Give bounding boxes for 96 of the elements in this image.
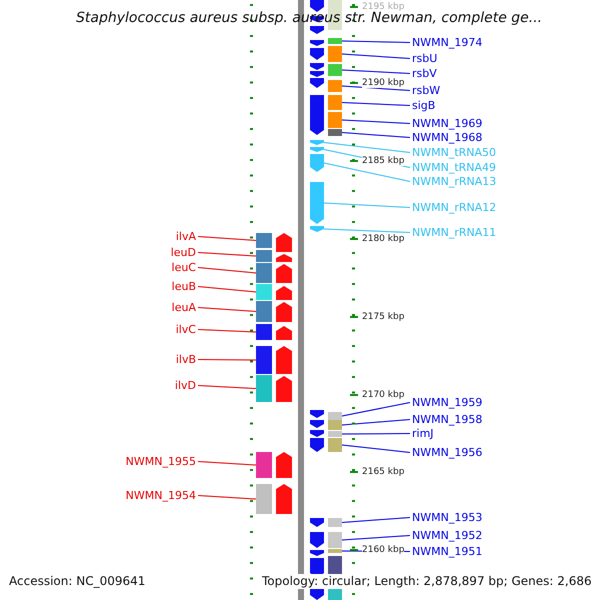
gene-block: [256, 301, 272, 322]
rna-gene-block: [310, 140, 324, 145]
gene-label: rimJ: [412, 427, 434, 440]
leader-line: [342, 54, 410, 59]
leader-line: [342, 433, 410, 434]
leader-line: [342, 120, 410, 124]
gene-block: [328, 431, 342, 437]
gene-block: [256, 452, 272, 478]
leader-line: [342, 444, 410, 453]
gene-block: [256, 324, 272, 340]
rna-gene-block: [310, 226, 324, 232]
leader-line: [198, 461, 256, 466]
leader-line: [324, 228, 410, 233]
gene-label: rsbW: [412, 84, 440, 97]
gene-block: [328, 46, 342, 62]
gene-label: NWMN_1968: [412, 131, 482, 144]
scale-label: 2195 kbp: [362, 2, 404, 12]
gene-label: ilvD: [174, 379, 196, 392]
gene-block: [328, 38, 342, 44]
leader-line: [342, 402, 410, 416]
gene-label: ilvC: [176, 323, 196, 336]
map-title: Staphylococcus aureus subsp. aureus str. Newman, complete ge...: [76, 10, 542, 26]
gene-block: [328, 549, 342, 553]
leader-line: [342, 419, 410, 426]
scale-label: 2165 kbp: [362, 467, 404, 477]
gene-block: [328, 64, 342, 76]
gene-block: [256, 346, 272, 374]
leader-line: [342, 517, 410, 523]
gene-block: [256, 375, 272, 402]
gene-label: leuC: [172, 261, 196, 274]
scale-label: 2160 kbp: [362, 545, 404, 555]
leader-line: [198, 307, 256, 312]
gene-label: NWMN_tRNA50: [412, 146, 496, 159]
rna-gene-block: [310, 154, 324, 172]
gene-label: leuD: [170, 246, 196, 259]
accession-text: Accession: NC_009641: [9, 574, 146, 589]
gene-label: leuB: [172, 280, 196, 293]
gene-label: sigB: [412, 99, 436, 112]
gene-label: NWMN_rRNA11: [412, 226, 496, 239]
gene-label: NWMN_1969: [412, 117, 482, 130]
gene-block: [256, 284, 272, 300]
topology-text: Topology: circular; Length: 2,878,897 bp; Genes: 2,686: [262, 574, 592, 589]
gene-block: [328, 420, 342, 430]
leader-line: [324, 142, 410, 153]
gene-block: [256, 484, 272, 514]
leader-line: [198, 252, 256, 256]
gene-block: [328, 438, 342, 452]
rna-gene-block: [310, 147, 324, 152]
gene-block: [256, 233, 272, 248]
leader-line: [324, 162, 410, 182]
gene-block: [256, 263, 272, 283]
gene-label: leuA: [172, 301, 196, 314]
gene-label: ilvA: [176, 230, 196, 243]
leader-line: [342, 70, 410, 74]
gene-label: rsbV: [412, 67, 437, 80]
leader-line: [324, 202, 410, 208]
gene-block: [328, 112, 342, 128]
gene-label: NWMN_1974: [412, 36, 482, 49]
scale-label: 2190 kbp: [362, 78, 404, 88]
scale-label: 2170 kbp: [362, 390, 404, 400]
gene-label: NWMN_1956: [412, 446, 482, 459]
leader-line: [198, 359, 256, 360]
gene-label: NWMN_1958: [412, 413, 482, 426]
scale-label: 2180 kbp: [362, 234, 404, 244]
gene-label: NWMN_rRNA13: [412, 175, 496, 188]
gene-label: NWMN_1959: [412, 396, 482, 409]
leader-line: [198, 236, 256, 241]
gene-label: rsbU: [412, 52, 438, 65]
gene-block: [328, 80, 342, 92]
gene-label: NWMN_1953: [412, 511, 482, 524]
gene-block: [256, 250, 272, 262]
gene-label: NWMN_tRNA49: [412, 161, 496, 174]
leader-line: [342, 535, 410, 540]
leader-line: [342, 102, 410, 106]
leader-line: [342, 86, 410, 91]
gene-block: [328, 532, 342, 548]
gene-block: [328, 412, 342, 420]
gene-block: [328, 129, 342, 136]
leader-line: [198, 267, 256, 274]
gene-label: ilvB: [176, 353, 196, 366]
gene-label: NWMN_1951: [412, 545, 482, 558]
gene-label: NWMN_1952: [412, 529, 482, 542]
leader-line: [342, 40, 410, 43]
leader-line: [198, 495, 256, 500]
gene-label: NWMN_1955: [126, 455, 196, 468]
rna-gene-block: [310, 182, 324, 224]
leader-line: [198, 329, 256, 332]
scale-label: 2185 kbp: [362, 156, 404, 166]
scale-label: 2175 kbp: [362, 312, 404, 322]
leader-line: [198, 286, 256, 292]
gene-block: [328, 95, 342, 110]
gene-label: NWMN_rRNA12: [412, 201, 496, 214]
gene-label: NWMN_1954: [126, 489, 196, 502]
gene-block: [328, 518, 342, 527]
leader-line: [342, 132, 410, 138]
leader-line: [198, 385, 256, 389]
